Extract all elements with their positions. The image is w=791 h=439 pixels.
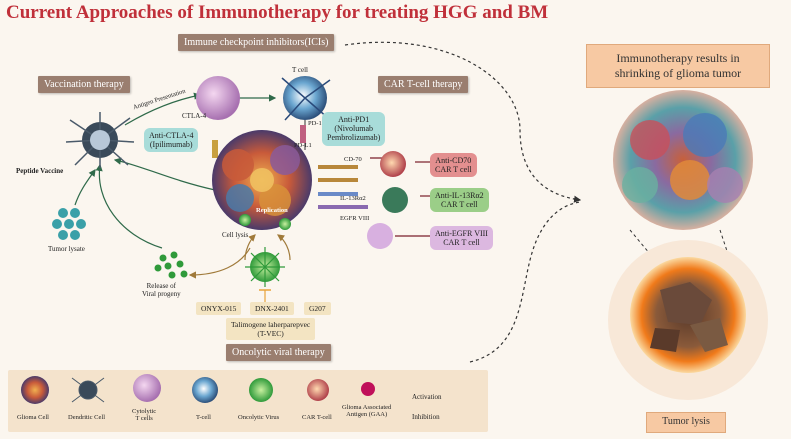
legend-label-cytolytic: Cytolytic T cells — [132, 408, 157, 422]
label-cd70: CD-70 — [344, 156, 362, 163]
drug-anti-il13: Anti-IL-13Rα2 CAR T cell — [430, 188, 489, 213]
legend-inhibition: Inhibition — [412, 413, 440, 421]
car-t-cell-icon — [307, 379, 329, 401]
header-cart: CAR T-cell therapy — [378, 76, 469, 93]
result-lysis-box: Tumor lysis — [646, 412, 726, 433]
legend-label-tcell: T-cell — [196, 414, 211, 421]
t-cell-icon — [192, 377, 218, 403]
legend-activation: Activation — [412, 393, 442, 401]
legend-label-dendritic: Dendritic Cell — [68, 414, 106, 421]
tumor-lysis-illustration — [608, 240, 768, 400]
header-oncolytic: Oncolytic viral therapy — [226, 344, 331, 361]
result-shrink-box: Immunotherapy results in shrinking of gl… — [586, 44, 770, 88]
shrinking-tumor — [613, 90, 753, 230]
page-title: Current Approaches of Immunotherapy for … — [6, 2, 549, 23]
drug-anti-cd70: Anti-CD70 CAR T cell — [430, 153, 477, 178]
glioma-mass — [212, 130, 312, 230]
label-ctla4: CTLA-4 — [182, 112, 207, 120]
drug-anti-pd1: Anti-PD1 (Nivolumab Pembrolizumab) — [322, 112, 386, 146]
header-ici: Immune checkpoint inhibitors(ICIs) — [178, 34, 335, 51]
label-pd1: PD-1 — [308, 120, 322, 127]
drug-tvec: Talimogene laherparepvec (T-VEC) — [226, 318, 316, 340]
drug-onyx: ONYX-015 — [196, 302, 242, 315]
cytolytic-t-cell-icon — [133, 374, 161, 402]
label-cell-lysis: Cell lysis — [222, 231, 249, 239]
legend — [8, 370, 488, 432]
dendritic-cell — [65, 112, 135, 168]
drug-g207: G207 — [304, 302, 331, 315]
label-il13ra2: IL-13Rα2 — [340, 195, 366, 202]
label-tumor-lysate: Tumor lysate — [48, 245, 85, 253]
label-release: Release of Viral progeny — [142, 282, 181, 298]
label-pdl1: PD-L1 — [294, 142, 312, 149]
label-peptide-vaccine: Peptide Vaccine — [16, 167, 64, 175]
header-vaccination: Vaccination therapy — [38, 76, 130, 93]
oncolytic-virus-icon — [249, 378, 273, 402]
glioma-cell-icon — [21, 376, 49, 404]
gaa-icon — [361, 382, 375, 396]
label-egfrviii: EGFR VIII — [340, 215, 370, 222]
label-replication: Replication — [256, 207, 288, 214]
drug-dnx: DNX-2401 — [250, 302, 294, 315]
legend-label-glioma: Glioma Cell — [17, 414, 49, 421]
legend-label-gaa: Glioma Associated Antigen (GAA) — [342, 404, 392, 418]
label-t-cell: T cell — [292, 66, 309, 74]
legend-label-cart: CAR T-cell — [302, 414, 332, 421]
drug-anti-ctla4: Anti-CTLA-4 (Ipilimumab) — [144, 128, 199, 153]
drug-anti-egfr: Anti-EGFR VIII CAR T cell — [430, 226, 493, 251]
dendritic-cell-icon — [71, 377, 105, 403]
legend-label-virus: Oncolytic Virus — [238, 414, 280, 421]
